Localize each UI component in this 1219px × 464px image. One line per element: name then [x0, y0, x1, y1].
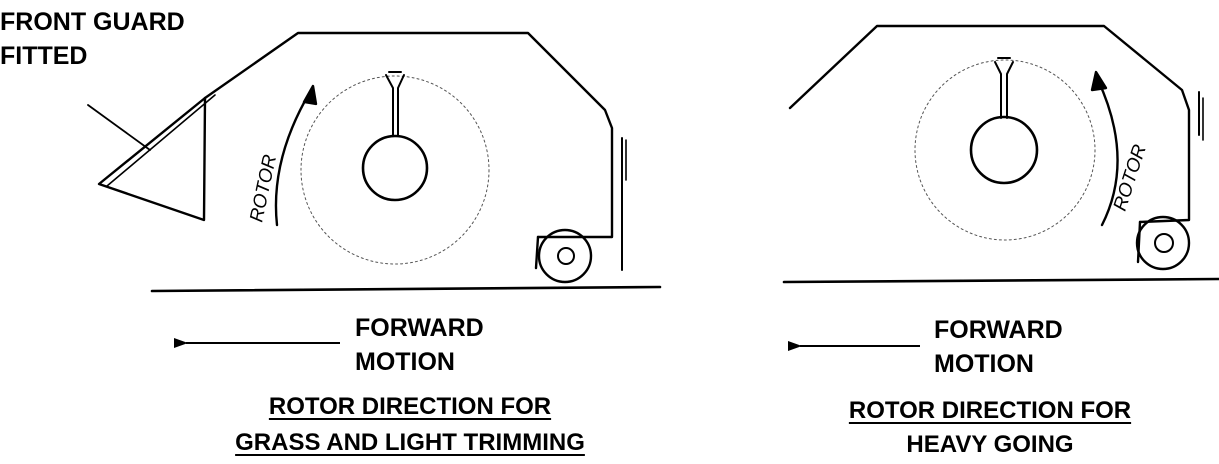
left-guard-label-line1: FRONT GUARD — [0, 8, 185, 36]
left-rotor-hub — [361, 134, 429, 202]
left-guard-label-line2: FITTED — [0, 42, 88, 70]
left-housing-lower — [534, 235, 540, 270]
right-caption-line1: ROTOR DIRECTION FOR — [848, 397, 1132, 424]
right-drive-belt — [994, 57, 1014, 119]
left-roller-hub — [557, 247, 575, 265]
right-rotor-arrow — [1096, 78, 1119, 227]
right-caption-line2: HEAVY GOING — [906, 431, 1074, 458]
right-housing — [788, 24, 1191, 224]
left-ground-line — [150, 285, 662, 293]
right-motion-line2: MOTION — [934, 350, 1034, 378]
left-housing — [203, 31, 614, 239]
left-drive-belt — [385, 71, 405, 137]
right-ground-line — [782, 277, 1219, 284]
left-rotor-arrow — [274, 90, 312, 227]
left-machine — [87, 31, 662, 293]
left-caption-line2: GRASS AND LIGHT TRIMMING — [235, 429, 585, 456]
left-front-guard-edge — [106, 94, 216, 187]
left-rotor-arrowhead — [302, 84, 318, 106]
right-rotor-hub — [969, 115, 1039, 185]
left-motion-line2: MOTION — [355, 348, 455, 376]
right-rotor-arrowhead — [1090, 70, 1108, 92]
right-roller — [1135, 215, 1191, 271]
left-roller — [537, 228, 593, 284]
left-motion-line1: FORWARD — [355, 314, 484, 342]
right-rotor-sweep — [914, 59, 1096, 241]
left-rotor-sweep — [300, 75, 490, 265]
right-motion-line1: FORWARD — [934, 316, 1063, 344]
left-caption-line1: ROTOR DIRECTION FOR — [268, 393, 552, 420]
right-roller-hub — [1154, 233, 1174, 253]
right-machine — [782, 24, 1219, 284]
right-housing-lower — [1136, 220, 1142, 264]
left-guard-leader — [87, 104, 151, 151]
left-front-guard — [97, 96, 207, 222]
